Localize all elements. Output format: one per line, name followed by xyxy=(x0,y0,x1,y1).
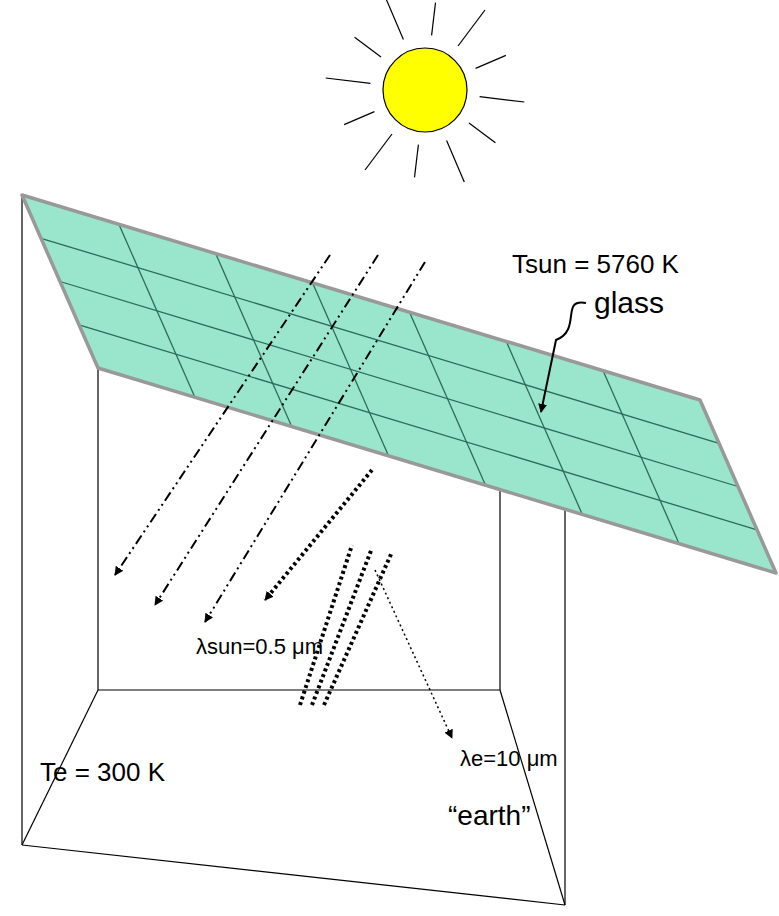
earth-temperature: Te = 300 K xyxy=(40,758,165,788)
grid-line xyxy=(79,325,757,530)
glass-label: glass xyxy=(594,286,664,321)
grid-line xyxy=(41,238,719,443)
sun-ray xyxy=(476,55,506,68)
infrared-lines xyxy=(300,545,392,705)
sun-ray xyxy=(458,10,485,46)
earth-label: “earth” xyxy=(448,800,530,832)
sun-ray xyxy=(469,123,495,143)
sun-ray xyxy=(365,134,392,170)
sun xyxy=(383,48,467,132)
sun-ray xyxy=(355,37,381,57)
sun-ray xyxy=(432,3,436,36)
sun-ray xyxy=(386,0,404,39)
sun-ray xyxy=(415,145,419,178)
glass-pane xyxy=(22,195,776,573)
sun-ray xyxy=(480,97,525,102)
sun-ray xyxy=(326,78,371,83)
earth-wavelength: λe=10 μm xyxy=(460,746,558,771)
sun-wavelength: λsun=0.5 μm xyxy=(196,634,323,659)
sun-ray xyxy=(447,141,465,182)
reflected-arrow xyxy=(265,470,372,600)
sunlight-arrows xyxy=(115,255,425,622)
sun-rays xyxy=(326,0,525,182)
sun-ray xyxy=(344,112,374,125)
glass-leader xyxy=(541,302,586,412)
glass-frame xyxy=(22,195,776,573)
sun-temperature: Tsun = 5760 K xyxy=(512,250,679,280)
earth-emission-arrow xyxy=(375,570,452,738)
grid-line xyxy=(60,282,738,487)
